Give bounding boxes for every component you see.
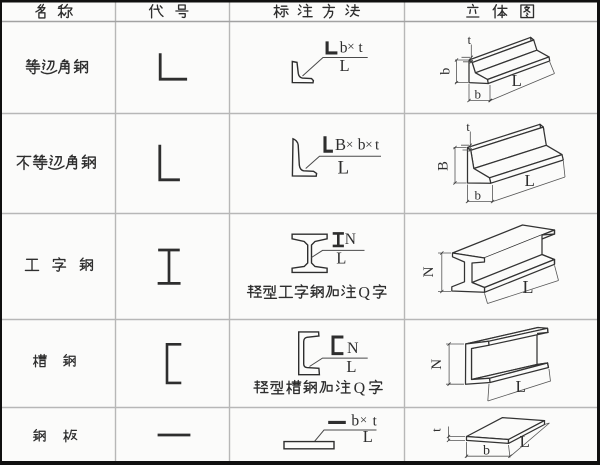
svg-text:b: b — [340, 40, 348, 57]
svg-text:N: N — [429, 359, 445, 370]
svg-text:N: N — [421, 266, 437, 277]
svg-text:N: N — [345, 231, 356, 248]
svg-text:t: t — [375, 137, 380, 153]
svg-text:b: b — [358, 136, 366, 153]
svg-text:N: N — [347, 340, 359, 357]
svg-text:L: L — [363, 427, 373, 446]
svg-text:B: B — [335, 135, 346, 154]
svg-text:L: L — [516, 377, 526, 396]
svg-text:×: × — [360, 412, 367, 427]
svg-text:b: b — [351, 412, 359, 429]
svg-text:L: L — [346, 357, 356, 376]
svg-text:b: b — [439, 68, 454, 75]
svg-text:t: t — [429, 428, 444, 432]
svg-text:L: L — [525, 171, 535, 190]
svg-text:t: t — [466, 119, 470, 134]
svg-text:b: b — [475, 87, 482, 102]
svg-text:L: L — [520, 432, 530, 451]
svg-text:Q: Q — [358, 284, 370, 301]
svg-text:t: t — [468, 32, 472, 47]
svg-text:×: × — [347, 38, 354, 53]
svg-text:L: L — [336, 249, 346, 268]
svg-text:×: × — [346, 136, 353, 151]
svg-text:L: L — [340, 56, 350, 75]
svg-text:b: b — [475, 188, 482, 203]
svg-text:b: b — [483, 444, 490, 459]
svg-text:Q: Q — [354, 380, 366, 397]
svg-text:t: t — [359, 40, 364, 56]
svg-text:L: L — [338, 158, 350, 179]
svg-text:L: L — [523, 277, 534, 297]
svg-text:t: t — [373, 413, 378, 429]
svg-text:B: B — [436, 161, 452, 171]
svg-text:L: L — [512, 71, 522, 90]
svg-text:×: × — [365, 136, 372, 151]
